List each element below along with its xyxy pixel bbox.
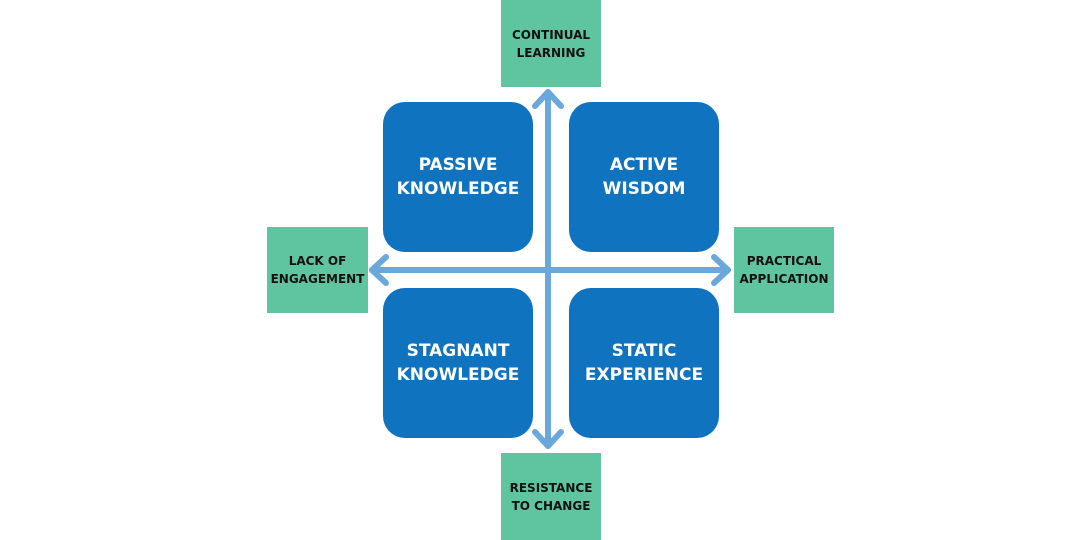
label-practical-application: PRACTICAL APPLICATION (734, 227, 834, 313)
label-practical-application-line1: PRACTICAL (746, 254, 822, 268)
quadrant-passive-knowledge: PASSIVE KNOWLEDGE (383, 102, 533, 252)
label-lack-of-engagement: LACK OF ENGAGEMENT (267, 227, 368, 313)
quadrant-stagnant-knowledge: STAGNANT KNOWLEDGE (383, 288, 533, 438)
label-continual-learning: CONTINUAL LEARNING (501, 0, 601, 87)
label-lack-of-engagement-line2: ENGAGEMENT (270, 272, 365, 286)
label-continual-learning-line2: LEARNING (516, 45, 586, 60)
quadrant-stagnant-knowledge-line2: KNOWLEDGE (396, 365, 520, 385)
quadrant-active-wisdom-line1: ACTIVE (609, 155, 679, 175)
quadrant-static-experience-line2: EXPERIENCE (584, 365, 704, 385)
quadrant-passive-knowledge-line1: PASSIVE (418, 155, 498, 175)
quadrant-static-experience-line1: STATIC (611, 341, 677, 361)
label-resistance-to-change-line2: TO CHANGE (511, 498, 591, 513)
label-continual-learning-line1: CONTINUAL (511, 27, 591, 42)
horizontal-axis-arrow (369, 254, 731, 286)
quadrant-static-experience: STATIC EXPERIENCE (569, 288, 719, 438)
quadrant-passive-knowledge-line2: KNOWLEDGE (396, 179, 520, 199)
label-lack-of-engagement-line1: LACK OF (288, 254, 347, 268)
quadrant-active-wisdom-line2: WISDOM (602, 179, 686, 199)
label-resistance-to-change: RESISTANCE TO CHANGE (501, 453, 601, 540)
quadrant-active-wisdom: ACTIVE WISDOM (569, 102, 719, 252)
quadrant-stagnant-knowledge-line1: STAGNANT (406, 341, 510, 361)
label-practical-application-line2: APPLICATION (739, 272, 829, 286)
label-resistance-to-change-line1: RESISTANCE (509, 480, 593, 495)
